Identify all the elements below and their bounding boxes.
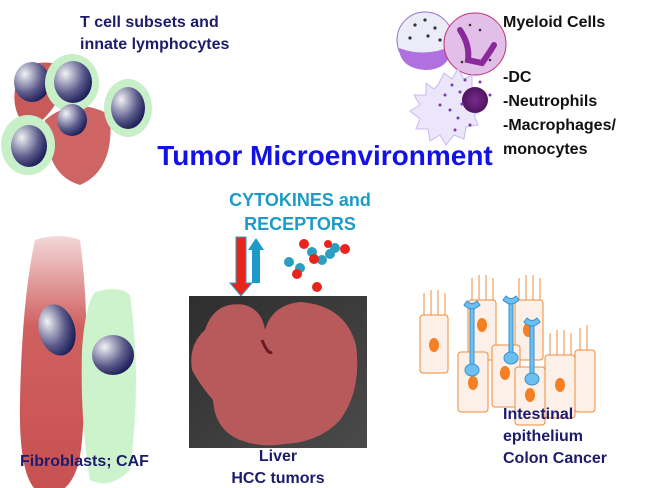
cytokines-line: CYTOKINES and — [229, 190, 371, 210]
myeloid-list: -DC -Neutrophils -Macrophages/ monocytes — [503, 66, 616, 162]
cell-junction-receptors — [463, 295, 541, 386]
epithelium-label-line: Intestinal — [503, 406, 574, 423]
cytokines-line: RECEPTORS — [244, 214, 356, 234]
epithelium-label-line: Colon Cancer — [503, 450, 608, 467]
t-cell-label-line: innate lymphocytes — [80, 36, 230, 53]
liver-label-line: Liver — [258, 448, 298, 465]
myeloid-item: -Macrophages/ — [503, 117, 616, 134]
t-cell-cluster — [1, 54, 152, 185]
myeloid-heading: Myeloid Cells — [503, 14, 606, 31]
t-cell-label-line: T cell subsets and — [80, 14, 219, 31]
liver-label: Liver HCC tumors — [200, 446, 356, 488]
liver-label-line: HCC tumors — [231, 470, 325, 487]
fibroblast-cells — [19, 236, 136, 488]
myeloid-item: -DC — [503, 69, 532, 86]
fibroblasts-label: Fibroblasts; CAF — [20, 453, 149, 470]
t-cell-label: T cell subsets and innate lymphocytes — [80, 12, 229, 56]
cytokines-label: CYTOKINES and RECEPTORS — [195, 188, 405, 236]
epithelium-label-line: epithelium — [503, 428, 584, 445]
liver-photo — [189, 296, 367, 448]
signaling-arrows — [228, 236, 264, 297]
myeloid-cells — [396, 11, 507, 146]
diagram-title: Tumor Microenvironment — [157, 140, 493, 171]
myeloid-item: -Neutrophils — [503, 93, 598, 110]
myeloid-item: monocytes — [503, 141, 588, 158]
epithelium-label: Intestinal epithelium Colon Cancer — [503, 404, 607, 470]
cytokine-molecules — [284, 239, 350, 292]
